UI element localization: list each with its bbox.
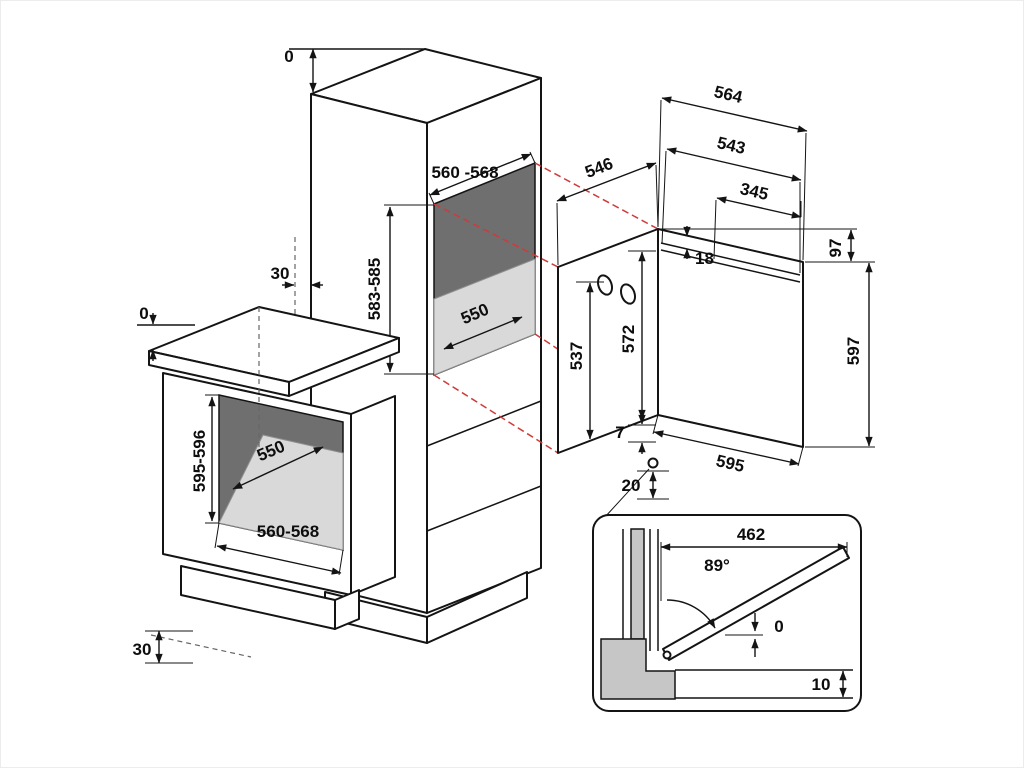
dim-door-projection: 462 bbox=[660, 525, 848, 601]
label-tall-niche-width: 560 -568 bbox=[431, 163, 498, 182]
label-base-niche-width: 560-568 bbox=[257, 522, 319, 541]
label-door-front-gap: 0 bbox=[774, 617, 783, 636]
projection-line bbox=[433, 203, 559, 268]
oven-side-panel bbox=[657, 228, 804, 448]
oven-door-top-edge bbox=[660, 242, 801, 276]
dim-tall-top-gap: 0 bbox=[284, 47, 425, 93]
label-oven-height-front: 572 bbox=[619, 325, 638, 353]
label-oven-depth-min-recess: 546 bbox=[582, 154, 615, 182]
base-cabinet-plinth-side bbox=[334, 589, 360, 630]
base-cabinet-drawing: 0 595-596 550 560-568 30 bbox=[133, 304, 400, 664]
dim-tall-niche-width: 560 -568 bbox=[428, 151, 536, 205]
door-detail-inset: 462 89° 0 10 bbox=[592, 468, 862, 712]
oven-drawing: 564 543 345 546 18 97 bbox=[556, 82, 875, 500]
cabinet-section-panel bbox=[630, 528, 645, 640]
label-door-angle: 89° bbox=[704, 556, 730, 575]
label-oven-bottom-step: 7 bbox=[615, 423, 624, 442]
dim-tall-niche-height: 583-585 bbox=[365, 204, 434, 375]
label-oven-depth-345: 345 bbox=[738, 179, 770, 204]
dim-base-plinth-height: 30 bbox=[133, 630, 193, 664]
dim-oven-bottom-step: 7 bbox=[615, 413, 656, 454]
dim-oven-bottom-clearance: 20 bbox=[622, 470, 669, 500]
detail-leader-line bbox=[604, 468, 650, 518]
dim-base-top-gap: 0 bbox=[137, 304, 195, 361]
dim-base-niche-height: 595-596 bbox=[190, 394, 219, 524]
label-oven-height-total: 597 bbox=[844, 337, 863, 365]
dim-oven-vent-height: 97 bbox=[658, 228, 875, 263]
dim-door-front-gap: 0 bbox=[725, 613, 784, 657]
dim-tall-rear-gap: 30 bbox=[271, 264, 323, 289]
door-hinge bbox=[662, 650, 672, 660]
label-base-plinth-height: 30 bbox=[133, 640, 152, 659]
dim-oven-height-front: 572 bbox=[619, 250, 656, 420]
tall-cabinet-plinth-right bbox=[426, 571, 528, 644]
dim-base-niche-width: 560-568 bbox=[214, 522, 344, 576]
label-base-top-gap: 0 bbox=[139, 304, 148, 323]
label-tall-niche-height: 583-585 bbox=[365, 258, 384, 320]
oven-vent-oval bbox=[596, 274, 614, 296]
detail-reference-marker bbox=[647, 457, 659, 469]
label-base-niche-height: 595-596 bbox=[190, 430, 209, 492]
floor-section-block bbox=[600, 638, 676, 700]
label-door-bottom-gap: 10 bbox=[812, 675, 831, 694]
label-oven-top-clearance: 18 bbox=[695, 249, 714, 268]
tall-cabinet-division-line-2 bbox=[426, 485, 542, 532]
oven-rear-panel bbox=[557, 228, 659, 454]
label-oven-bottom-clearance: 20 bbox=[622, 476, 641, 495]
label-oven-depth-body: 543 bbox=[715, 133, 747, 158]
label-oven-height-rear: 537 bbox=[567, 342, 586, 370]
label-oven-vent-height: 97 bbox=[826, 239, 845, 258]
dim-oven-height-total: 597 bbox=[805, 262, 875, 448]
base-cabinet-side-face bbox=[350, 395, 396, 596]
label-tall-top-gap: 0 bbox=[284, 47, 293, 66]
projection-line bbox=[433, 374, 559, 454]
oven-vent-oval bbox=[619, 283, 637, 305]
label-tall-rear-gap: 30 bbox=[271, 264, 290, 283]
label-oven-width: 595 bbox=[714, 451, 746, 476]
label-oven-depth-total: 564 bbox=[712, 82, 744, 107]
dim-oven-height-rear: 537 bbox=[567, 281, 604, 440]
dim-oven-top-clearance: 18 bbox=[683, 226, 714, 268]
dim-door-bottom-gap: 10 bbox=[812, 670, 847, 698]
floor-line bbox=[150, 634, 252, 658]
label-door-projection: 462 bbox=[737, 525, 765, 544]
angle-arc bbox=[666, 599, 716, 629]
tall-cabinet-division-line bbox=[426, 400, 542, 447]
countertop-side-edge bbox=[288, 337, 400, 397]
